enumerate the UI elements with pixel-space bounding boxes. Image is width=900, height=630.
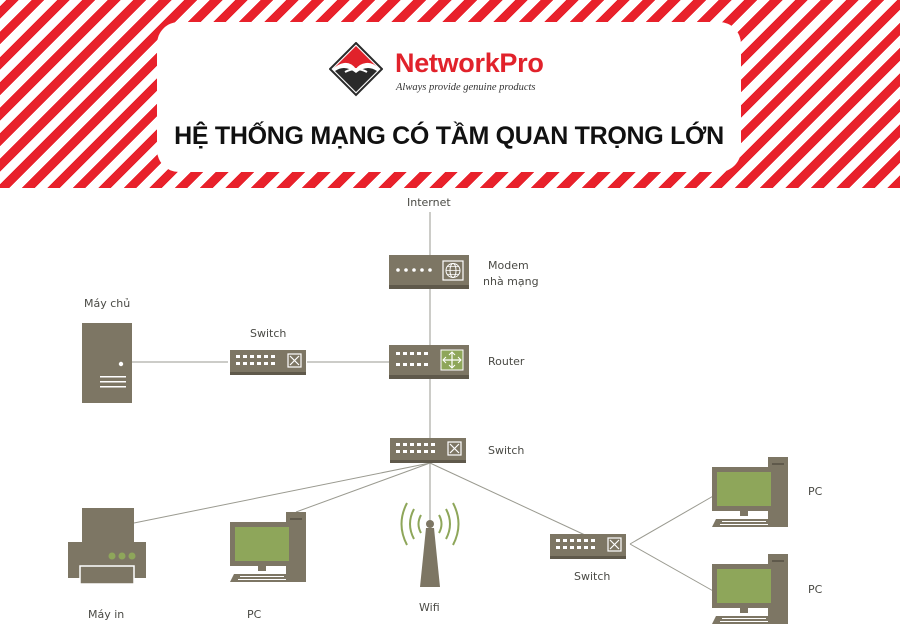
- server-icon: [82, 323, 132, 403]
- modem-label-line1: Modem: [488, 259, 529, 272]
- main-switch-label: Switch: [488, 444, 525, 457]
- switch-icon: [549, 533, 627, 560]
- pc-label: PC: [808, 485, 823, 498]
- striped-banner: NetworkPro Always provide genuine produc…: [0, 0, 900, 188]
- header-card: NetworkPro Always provide genuine produc…: [157, 22, 741, 172]
- router-icon: [389, 345, 469, 379]
- server-label: Máy chủ: [84, 297, 131, 310]
- networkpro-logo-icon: [329, 42, 383, 97]
- pc-label: PC: [808, 583, 823, 596]
- modem-label-line2: nhà mạng: [483, 275, 539, 288]
- modem-icon: [389, 255, 469, 289]
- router-label: Router: [488, 355, 525, 368]
- switch-icon: [229, 349, 307, 376]
- pc-label: PC: [247, 608, 262, 621]
- brand-name: NetworkPro: [395, 48, 544, 78]
- internet-label: Internet: [407, 196, 451, 209]
- server-switch-label: Switch: [250, 327, 287, 340]
- branch-switch-label: Switch: [574, 570, 611, 583]
- pc-icon: [712, 457, 788, 527]
- page-title: HỆ THỐNG MẠNG CÓ TẦM QUAN TRỌNG LỚN: [174, 122, 724, 150]
- pc-icon: [712, 554, 788, 624]
- switch-icon: [389, 437, 467, 464]
- printer-label: Máy in: [88, 608, 125, 621]
- brand-tagline: Always provide genuine products: [396, 82, 536, 93]
- connection-lines: [131, 212, 716, 593]
- printer-icon: [68, 508, 146, 585]
- brand-logo: NetworkPro Always provide genuine produc…: [329, 42, 569, 100]
- pc-icon: [230, 512, 306, 582]
- wifi-antenna-icon: [400, 502, 460, 587]
- wifi-label: Wifi: [419, 601, 440, 614]
